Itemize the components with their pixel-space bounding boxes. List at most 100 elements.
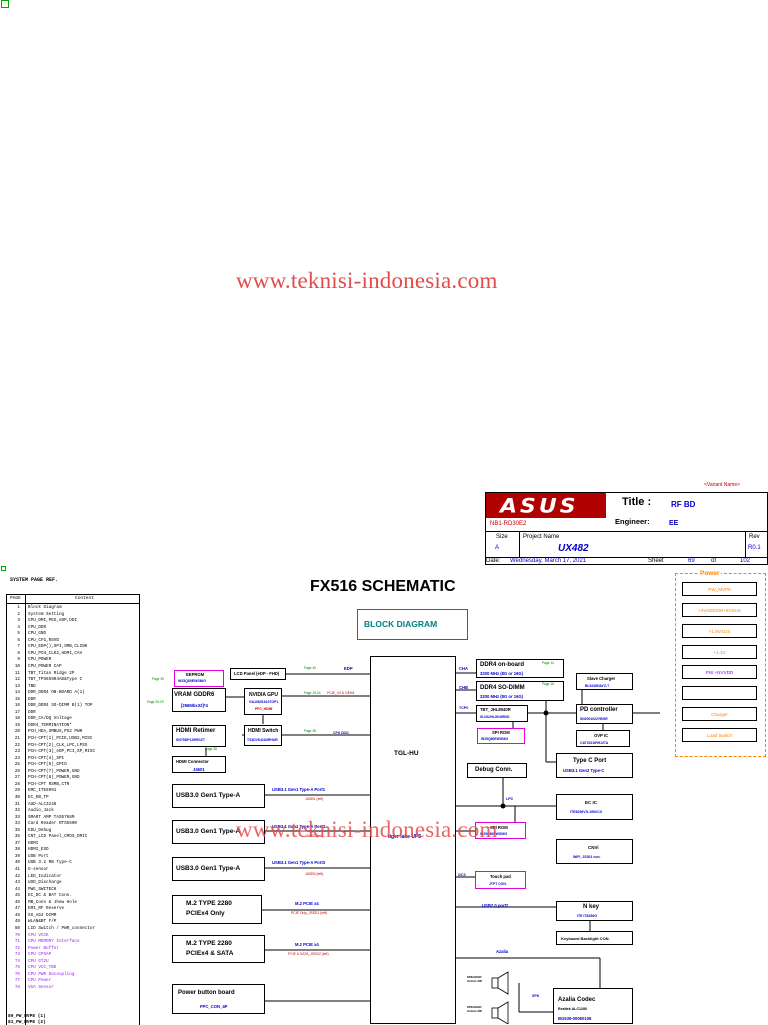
page-ref-number: 24 [14, 755, 20, 761]
spi-rom-title: SPI ROM [492, 730, 510, 735]
page-ref-number: 4 [17, 624, 20, 630]
schematic-title: FX516 SCHEMATIC [310, 578, 456, 595]
chb-bus: CHB [459, 685, 469, 690]
power-rail: PW +NVVDD [682, 665, 757, 679]
page-ref-number: 28 [14, 781, 20, 787]
usb-port2-bus: USB2.0 port2 [482, 903, 509, 908]
page-ref-number: 71 [14, 939, 20, 945]
touchpad-title: Touch pad [490, 874, 511, 879]
page-ref-content: EC_DC & BAT Conn. [28, 893, 72, 899]
azalia-codec-sub2: BG539-00060108 [558, 1016, 592, 1021]
divider [485, 531, 767, 532]
tbt-title: TBT_JHL8040R [480, 707, 511, 712]
azalia-codec-sub: Realtek ALC1280 [558, 1007, 588, 1011]
page-ref-number: 3 [17, 618, 20, 624]
pwr-btn-title: Power button board [178, 990, 235, 996]
page-ref-number: 32 [14, 808, 20, 814]
page-ref-content: EDU_Debug [28, 827, 52, 833]
page-ref-content: SS_AG4 DIMM [28, 912, 57, 918]
page-ref-number: 6 [17, 637, 20, 643]
page-ref-content: CPU PWR Decoupling [28, 971, 75, 977]
page-ref-content: CPU_POWER [28, 657, 52, 663]
usb-p2-bus: USB3.1 Gen1 Type-A Port2 [272, 824, 326, 829]
page-ref-row: 71 CPU MEMORY Interface [7, 939, 139, 945]
nvidia-sub2: PFC_HDMI [255, 707, 273, 711]
eeprom-title: EEPROM [186, 672, 205, 677]
page-ref-number: 8 [17, 650, 20, 656]
ec-sub: ITE8296VG-1BX/CX [570, 810, 603, 814]
page-ref-row: 30 EC_KB_TP [7, 795, 139, 801]
pwr-btn-sub: FPC_CON_4P [200, 1004, 228, 1009]
page-ref-number: 17 [14, 709, 20, 715]
title-value: RF BD [671, 500, 696, 509]
page-ref-number: 18 [14, 716, 20, 722]
vram-sub: [256Mbx32]*4 [181, 703, 208, 708]
cnvi-sub: WiFi_JS301 con. [573, 855, 601, 859]
page-ref-number: 39 [14, 853, 20, 859]
page-ref-content: EC_KB_TP [28, 794, 49, 800]
page-ref-content: CPU MEMORY Interface [28, 939, 80, 945]
slave-charger-sub: BL9248HAYZ-T [585, 684, 610, 688]
corner-marker [1, 566, 6, 571]
date-value: Wednesday, March 17, 2021 [510, 558, 587, 564]
slave-charger-title: Slave Charger [587, 676, 616, 681]
power-label: Power [699, 570, 721, 577]
speaker-label-left: SPEAKER Antion 2W [467, 975, 482, 983]
page-ref-number: 46 [14, 899, 20, 905]
page-ref-content: EMC_ITE8991 [28, 788, 57, 794]
page-ref-number: 9 [17, 657, 20, 663]
eeprom-sub: W25Q80EWSNIG [178, 679, 207, 683]
watermark: www.teknisi-indonesia.com [236, 268, 498, 293]
doc-number: NB1-RD30E2 [490, 521, 527, 527]
engineer-value: EE [669, 520, 679, 527]
hdmi-retimer-sub: SN75DP139RGZT [176, 738, 205, 742]
pd-controller-block: PD controller SN2001022YBGR [576, 704, 633, 724]
page-ref-number: 30 [14, 794, 20, 800]
edp-bus: EDP [344, 666, 353, 671]
page-ref-number: 5 [17, 631, 20, 637]
ddr4-sodimm-sub: 3200 MHz (8G or 16G) [480, 694, 524, 699]
page-ref-content: VGA Sensor [28, 984, 54, 990]
hdmi-switch-page: Page 38 [304, 729, 316, 733]
m2-2-title2: PCIEx4 & SATA [186, 950, 234, 957]
ovp-sub: CAT2021IRHJ2TA [580, 741, 609, 745]
page-ref-content: CPU VCC_TBD [28, 965, 57, 971]
divider [25, 595, 26, 1025]
page-ref-content: Audio_Jack [28, 808, 54, 814]
page-ref-header: PAGE Content [7, 595, 139, 1025]
usb1-title: USB3.0 Gen1 Type-A [176, 792, 241, 799]
page-ref-number: 15 [14, 696, 20, 702]
tcp0-bus: TCP0 [459, 706, 469, 710]
page-ref-number: 31 [14, 801, 20, 807]
cpu-block: TGL-HU tiger lake UP3 [370, 656, 456, 1024]
hdmi-conn-sub: J4601 [193, 767, 205, 772]
vram-title: VRAM GDDR6 [174, 692, 215, 698]
page-ref-content: CPU_GND [28, 631, 47, 637]
page-ref-content: PCH-CPT(1)_PCIE,USB2,MISC [28, 736, 93, 741]
pd-controller-sub: SN2001022YBGR [580, 717, 608, 721]
nkey-sub: ITE IT8296G [577, 914, 598, 918]
page-ref-content: PCH-CPT(2)_CLK,LPC,LPSS [28, 742, 88, 748]
page-ref-number: 78 [14, 984, 20, 990]
